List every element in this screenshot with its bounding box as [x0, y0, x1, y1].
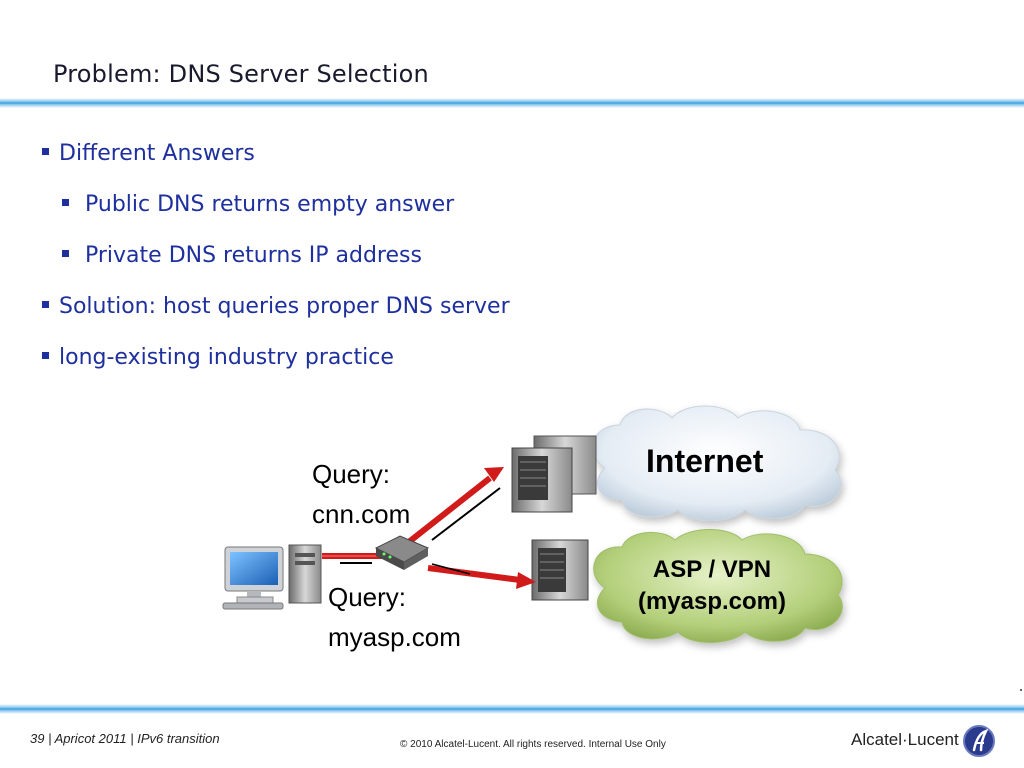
bullet-item: Different Answers: [42, 141, 255, 166]
internet-cloud: [592, 405, 842, 521]
asp-vpn-line2: (myasp.com): [637, 588, 787, 615]
slide-footer-info: 39 | Apricot 2011 | IPv6 transition: [30, 731, 220, 746]
bullet-text: Different Answers: [59, 141, 255, 166]
asp-vpn-line1: ASP / VPN: [652, 556, 772, 583]
desktop-computer-icon: [222, 544, 322, 610]
query-arrows: [322, 467, 536, 589]
query-cnn-line2: cnn.com: [312, 499, 411, 529]
slide-title: Problem: DNS Server Selection: [53, 60, 429, 88]
query-myasp-line1: Query:: [328, 582, 407, 612]
query-cnn-line1: Query:: [312, 459, 391, 489]
sub-bullet-item: Private DNS returns IP address: [62, 243, 422, 268]
bullet-square-icon: [62, 198, 69, 206]
bullet-item: Solution: host queries proper DNS server: [42, 294, 510, 319]
bullet-square-icon: [62, 249, 69, 257]
copyright-notice: © 2010 Alcatel-Lucent. All rights reserv…: [400, 739, 666, 750]
query-cnn-label: Query: cnn.com: [312, 454, 410, 534]
sub-bullet-item: Public DNS returns empty answer: [62, 192, 454, 217]
router-icon: [374, 535, 430, 570]
asp-vpn-cloud: [593, 529, 843, 643]
public-dns-server-icon: [511, 435, 597, 513]
alcatel-lucent-logo-icon: [963, 725, 995, 757]
private-dns-server-icon: [531, 539, 589, 601]
bullet-text: Public DNS returns empty answer: [85, 192, 455, 217]
bullet-square-icon: [42, 147, 49, 155]
company-logo-text: Alcatel·Lucent: [851, 730, 959, 749]
top-divider: [0, 98, 1024, 108]
internet-cloud-label: Internet: [646, 443, 764, 479]
bullet-square-icon: [42, 300, 49, 308]
bullet-text: Solution: host queries proper DNS server: [59, 294, 510, 319]
bullet-text: long-existing industry practice: [59, 345, 394, 370]
query-myasp-line2: myasp.com: [328, 622, 461, 652]
bullet-item: long-existing industry practice: [42, 345, 394, 370]
bottom-divider: [0, 704, 1024, 714]
query-myasp-label: Query: myasp.com: [328, 577, 461, 657]
bullet-square-icon: [42, 351, 49, 359]
asp-vpn-cloud-label: ASP / VPN (myasp.com): [624, 554, 800, 618]
bullet-text: Private DNS returns IP address: [85, 243, 422, 268]
